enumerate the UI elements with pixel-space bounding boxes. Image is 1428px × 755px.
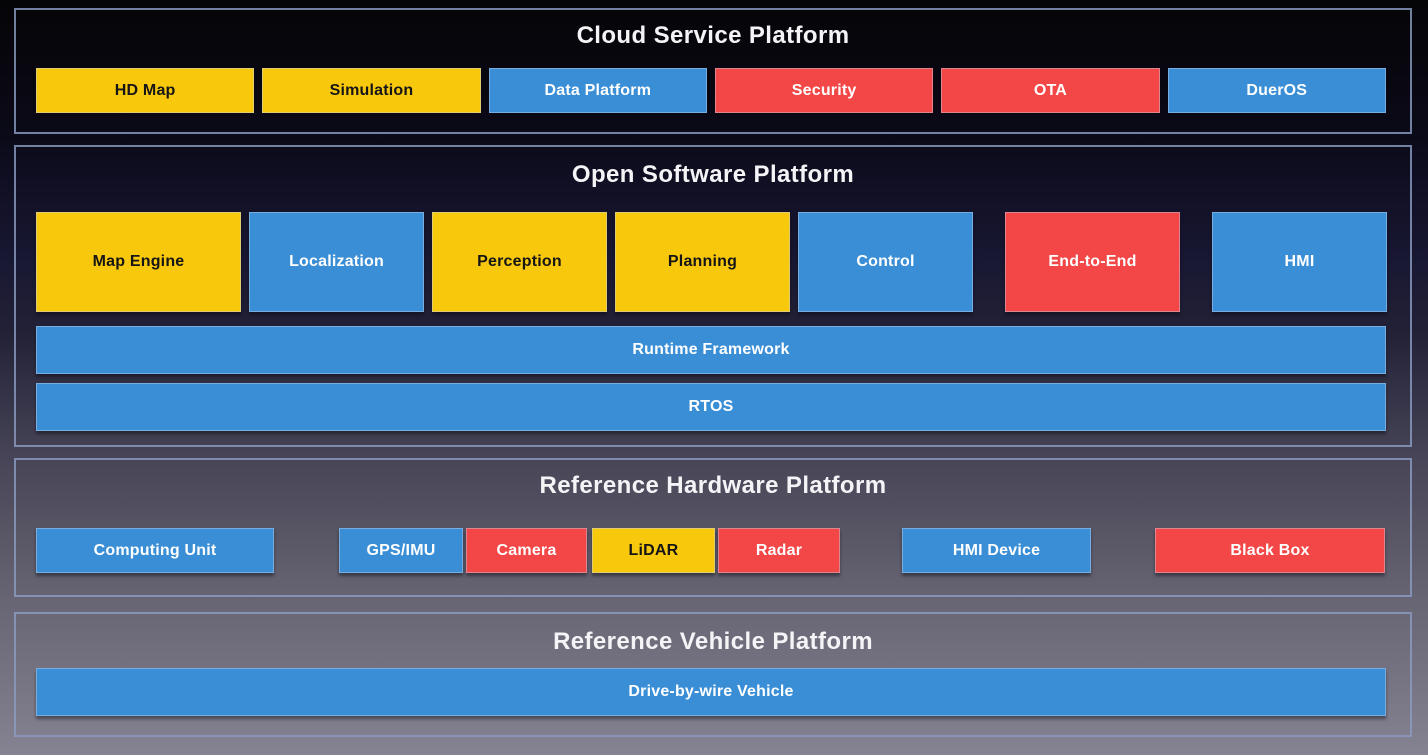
bar-runtime-framework: Runtime Framework: [36, 326, 1386, 374]
box-perception: Perception: [432, 212, 607, 312]
box-gps-imu: GPS/IMU: [339, 528, 463, 573]
software-modules-row: Map Engine Localization Perception Plann…: [36, 212, 1387, 312]
box-simulation: Simulation: [262, 68, 481, 113]
vehicle-platform-section: Reference Vehicle Platform Drive-by-wire…: [14, 612, 1412, 737]
box-radar: Radar: [718, 528, 840, 573]
hardware-devices-row: Computing Unit GPS/IMU Camera LiDAR Rada…: [16, 528, 1410, 573]
box-dueros: DuerOS: [1167, 68, 1386, 113]
box-lidar: LiDAR: [592, 528, 715, 573]
box-hmi: HMI: [1212, 212, 1387, 312]
box-hd-map: HD Map: [36, 68, 255, 113]
box-map-engine: Map Engine: [36, 212, 241, 312]
box-ota: OTA: [941, 68, 1160, 113]
bar-rtos: RTOS: [36, 383, 1386, 431]
box-black-box: Black Box: [1155, 528, 1385, 573]
box-hmi-device: HMI Device: [902, 528, 1091, 573]
box-computing-unit: Computing Unit: [36, 528, 274, 573]
hardware-platform-title: Reference Hardware Platform: [539, 472, 887, 499]
software-platform-section: Open Software Platform Map Engine Locali…: [14, 145, 1412, 447]
cloud-platform-title: Cloud Service Platform: [576, 22, 850, 49]
hardware-platform-section: Reference Hardware Platform Computing Un…: [14, 458, 1412, 597]
vehicle-platform-title: Reference Vehicle Platform: [553, 628, 873, 655]
box-control: Control: [798, 212, 973, 312]
software-platform-title: Open Software Platform: [571, 161, 855, 188]
box-data-platform: Data Platform: [488, 68, 707, 113]
cloud-platform-section: Cloud Service Platform HD Map Simulation…: [14, 8, 1412, 134]
box-localization: Localization: [249, 212, 424, 312]
box-security: Security: [714, 68, 934, 113]
box-planning: Planning: [615, 212, 790, 312]
cloud-services-row: HD Map Simulation Data Platform Security…: [36, 68, 1386, 113]
bar-drive-by-wire-vehicle: Drive-by-wire Vehicle: [36, 668, 1386, 716]
box-end-to-end: End-to-End: [1005, 212, 1180, 312]
box-camera: Camera: [466, 528, 587, 573]
